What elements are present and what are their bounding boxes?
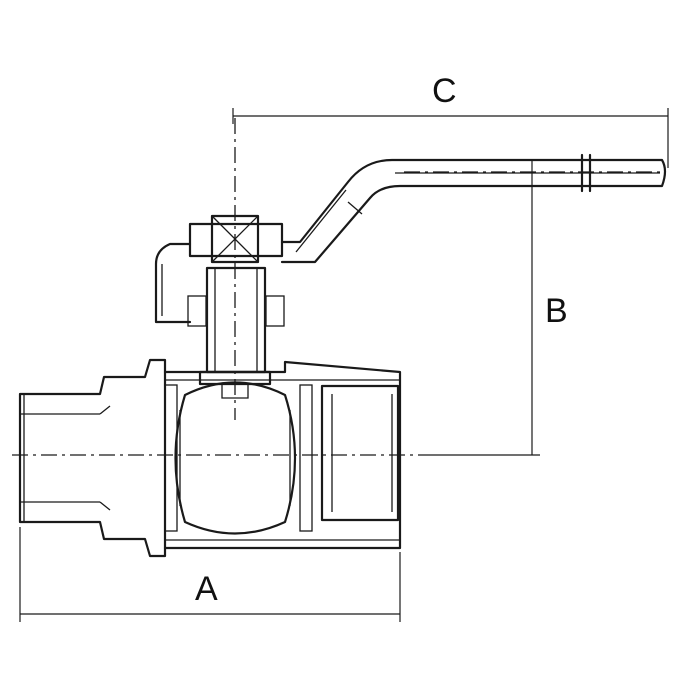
- centerlines: [12, 118, 662, 456]
- dimension-b-label: B: [545, 292, 568, 330]
- dimension-c-label: C: [432, 72, 457, 110]
- dimension-c: C: [232, 72, 669, 168]
- dimension-a-label: A: [195, 570, 218, 608]
- dimension-b: B: [420, 160, 568, 456]
- stem-nut: [188, 214, 284, 264]
- ball: [174, 381, 297, 535]
- valve-body: [163, 360, 402, 550]
- stem-assembly: [187, 266, 285, 399]
- dimension-a: A: [19, 527, 401, 622]
- lever-handle: [154, 153, 667, 324]
- left-threaded-end: [18, 358, 167, 558]
